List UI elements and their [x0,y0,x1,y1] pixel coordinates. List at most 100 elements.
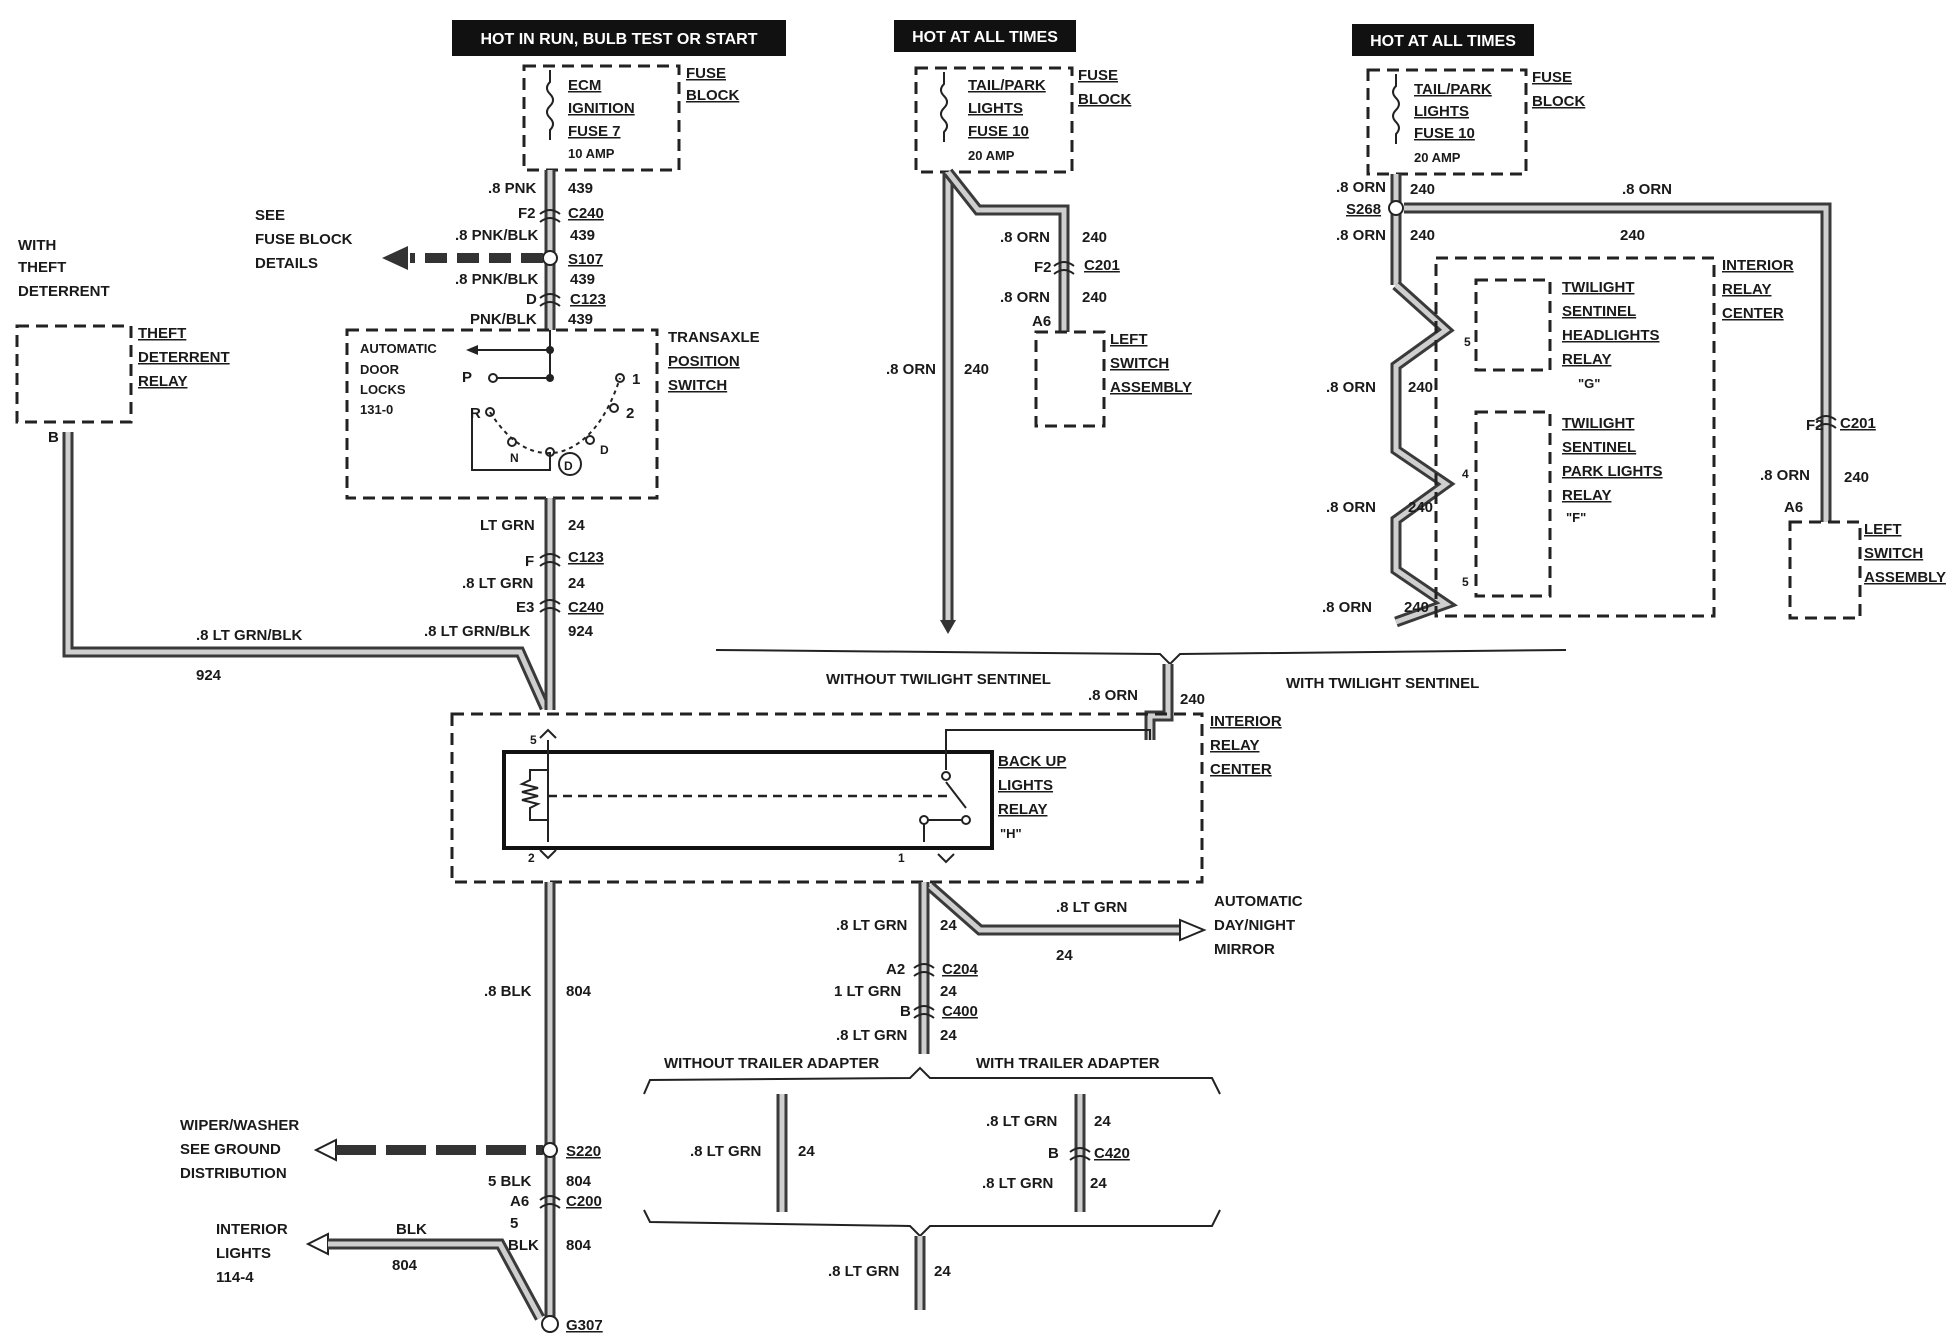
switch-label-1: 1 [632,371,640,388]
wire-num-804-2: 804 [566,1173,592,1190]
pin-1-relay: 1 [898,851,905,865]
splice-s268-label: S268 [1346,201,1381,218]
auto-door-label-2: DOOR [360,362,400,377]
ecm-fuse-line3: FUSE 7 [568,123,621,140]
wire-label-ltgrn-ta2: .8 LT GRN [986,1113,1057,1130]
theft-label-2: THEFT [18,259,66,276]
wire-label-orn-r4: .8 ORN [1326,499,1376,516]
tail2-fuse-block-label2: BLOCK [1532,93,1585,110]
left-switch-mid-label-2: SWITCH [1110,355,1169,372]
tsh-label-4: RELAY [1562,351,1611,368]
ground-g307 [541,1315,559,1333]
pin-f: F [525,553,534,570]
transaxle-label-1: TRANSAXLE [668,329,760,346]
wire-num-24-bottom: 24 [934,1263,951,1280]
wire-label-orn-r5: .8 ORN [1322,599,1372,616]
pin-4-right: 4 [1462,467,1469,481]
tail2-fuse-line1: TAIL/PARK [1414,81,1492,98]
connector-c204: C204 [942,961,979,978]
irc-right-label-3: CENTER [1722,305,1784,322]
wire-label-pnkblk-1: .8 PNK/BLK [455,227,539,244]
wire-num-24-lm1: 24 [940,917,957,934]
wire-label-ltgrn-ta3: .8 LT GRN [982,1175,1053,1192]
left-switch-mid-label-3: ASSEMBLY [1110,379,1192,396]
tail1-fuse-line4: 20 AMP [968,148,1015,163]
header-hot-always-1-text: HOT AT ALL TIMES [912,29,1058,46]
wire-num-240-r6: 240 [1844,469,1869,486]
connector-c123-symbol [539,293,561,307]
arrow-right-icon [1179,918,1207,942]
header-hot-always-2: HOT AT ALL TIMES [1352,24,1534,56]
wire-num-439-3: 439 [570,271,595,288]
left-switch-box-mid [1034,330,1106,428]
connector-c123b: C123 [568,549,604,566]
wire-num-240-m3: 240 [964,361,989,378]
connector-c200: C200 [566,1193,602,1210]
wire-orn-240-junction-core [1147,664,1171,740]
connector-c240-symbol [539,209,561,223]
connector-c400: C400 [942,1003,978,1020]
tdr-label-2: DETERRENT [138,349,230,366]
wiper-label-2: SEE GROUND [180,1141,281,1158]
tdr-label-1: THEFT [138,325,186,342]
ground-g307-label: G307 [566,1317,603,1334]
wire-num-24-lm3: 24 [940,1027,957,1044]
wire-label-orn-r2: .8 ORN [1336,227,1386,244]
pin-a6-right: A6 [1784,499,1803,516]
wire-label-orn-m3: .8 ORN [886,361,936,378]
wire-num-240-m1: 240 [1082,229,1107,246]
left-switch-right-label-1: LEFT [1864,521,1902,538]
wire-label-ltgrn-lm3: .8 LT GRN [836,1027,907,1044]
transaxle-position-switch: AUTOMATIC DOOR LOCKS 131-0 D P R N D 1 2… [345,328,760,500]
wire-label-blk-int: BLK [396,1221,427,1238]
wire-num-439-2: 439 [570,227,595,244]
brace-trailer-bottom [643,1209,1221,1238]
arrow-down-icon [940,620,956,634]
tail1-fuse-block-label2: BLOCK [1078,91,1131,108]
theft-deterrent-relay-box [15,324,133,424]
splice-s107-label: S107 [568,251,603,268]
irc-right-label-1: INTERIOR [1722,257,1794,274]
wire-num-439-4: 439 [568,311,593,328]
irc-lower-label-3: CENTER [1210,761,1272,778]
connector-c201-right-symbol [1815,415,1837,429]
fuse-block-tail-2: TAIL/PARK LIGHTS FUSE 10 20 AMP FUSE BLO… [1366,68,1585,176]
wire-label-pnkblk-2: .8 PNK/BLK [455,271,539,288]
splice-s220 [542,1142,558,1158]
tail2-fuse-line4: 20 AMP [1414,150,1461,165]
connector-c123b-symbol [539,553,561,567]
switch-label-r: R [470,405,481,422]
wire-num-240-r3: 240 [1408,379,1433,396]
pin-f2-right: F2 [1806,417,1824,434]
tail2-fuse-block-label1: FUSE [1532,69,1572,86]
wire-num-240-rtop: 240 [1620,227,1645,244]
left-switch-mid-label-1: LEFT [1110,331,1148,348]
brace-twilight [715,649,1567,666]
wire-num-240-m2: 240 [1082,289,1107,306]
left-switch-right-label-3: ASSEMBLY [1864,569,1946,586]
pin-2-relay: 2 [528,851,535,865]
fuse-block-tail-1: TAIL/PARK LIGHTS FUSE 10 20 AMP FUSE BLO… [914,66,1131,174]
wire-num-240-r2: 240 [1410,227,1435,244]
auto-door-label-3: LOCKS [360,382,406,397]
wire-label-orn-m1: .8 ORN [1000,229,1050,246]
wire-num-24-lm2: 24 [940,983,957,1000]
connector-c420-symbol [1069,1147,1091,1161]
wire-label-orn-m2: .8 ORN [1000,289,1050,306]
tsp-label-5: "F" [1566,510,1586,525]
connector-c400-symbol [913,1005,935,1019]
wire-num-24-ta3: 24 [1090,1175,1107,1192]
wire-num-240-r4: 240 [1408,499,1433,516]
pin-a6-mid: A6 [1032,313,1051,330]
pin-f2-mid: F2 [1034,259,1052,276]
backup-relay-label-4: "H" [1000,826,1022,841]
backup-relay-label-2: LIGHTS [998,777,1053,794]
pin-5b-right: 5 [1462,575,1469,589]
back-up-lights-relay-box [502,750,994,850]
wire-orn-240-junction [1144,664,1174,740]
wire-num-24-ta1: 24 [798,1143,815,1160]
switch-label-p: P [462,369,472,386]
wire-num-924-2: 924 [568,623,594,640]
auto-door-label-1: AUTOMATIC [360,341,437,356]
wire-ltgrn-24-mirror [926,881,1180,936]
